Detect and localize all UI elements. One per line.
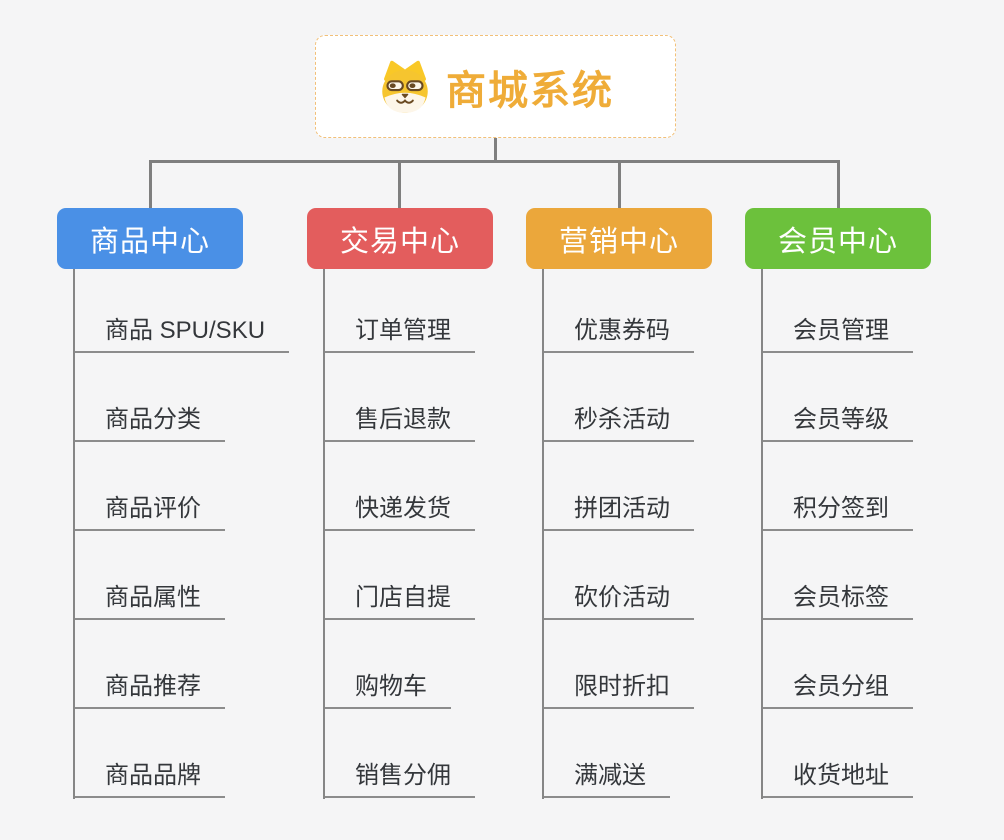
leaf-node[interactable]: 商品评价 (73, 495, 225, 531)
leaf-list-product-center: 商品 SPU/SKU 商品分类 商品评价 商品属性 商品推荐 商品品牌 (73, 269, 323, 799)
leaf-node[interactable]: 收货地址 (761, 762, 913, 798)
leaf-node[interactable]: 优惠券码 (542, 317, 694, 353)
connector-root-drop (494, 138, 497, 162)
leaf-node[interactable]: 商品分类 (73, 406, 225, 442)
leaf-branch-line (73, 269, 75, 799)
leaf-node[interactable]: 购物车 (323, 673, 451, 709)
leaf-node[interactable]: 秒杀活动 (542, 406, 694, 442)
branch-node-product-center[interactable]: 商品中心 (57, 208, 243, 269)
shiba-dog-icon (382, 60, 428, 113)
branch-node-member-center[interactable]: 会员中心 (745, 208, 931, 269)
leaf-node[interactable]: 满减送 (542, 762, 670, 798)
branch-label: 营销中心 (558, 225, 679, 258)
leaf-node[interactable]: 销售分佣 (323, 762, 475, 798)
leaf-node[interactable]: 限时折扣 (542, 673, 694, 709)
leaf-branch-line (323, 269, 325, 799)
connector-horizontal-rail (149, 160, 840, 163)
leaf-list-trade-center: 订单管理 售后退款 快递发货 门店自提 购物车 销售分佣 (323, 269, 573, 799)
leaf-node[interactable]: 砍价活动 (542, 584, 694, 620)
connector-drop-member (837, 160, 840, 208)
branch-node-marketing-center[interactable]: 营销中心 (526, 208, 712, 269)
leaf-node[interactable]: 拼团活动 (542, 495, 694, 531)
branch-node-trade-center[interactable]: 交易中心 (307, 208, 493, 269)
leaf-node[interactable]: 商品推荐 (73, 673, 225, 709)
leaf-node[interactable]: 售后退款 (323, 406, 475, 442)
leaf-node[interactable]: 商品属性 (73, 584, 225, 620)
branch-label: 商品中心 (89, 225, 210, 258)
leaf-branch-line (542, 269, 544, 799)
connector-drop-marketing (618, 160, 621, 208)
leaf-node[interactable]: 会员分组 (761, 673, 913, 709)
leaf-node[interactable]: 会员管理 (761, 317, 913, 353)
leaf-branch-line (761, 269, 763, 799)
leaf-list-marketing-center: 优惠券码 秒杀活动 拼团活动 砍价活动 限时折扣 满减送 (542, 269, 792, 799)
leaf-node[interactable]: 商品品牌 (73, 762, 225, 798)
leaf-node[interactable]: 订单管理 (323, 317, 475, 353)
connector-drop-trade (398, 160, 401, 208)
leaf-node[interactable]: 门店自提 (323, 584, 475, 620)
branch-label: 交易中心 (339, 225, 460, 258)
leaf-node[interactable]: 会员等级 (761, 406, 913, 442)
leaf-node[interactable]: 快递发货 (323, 495, 475, 531)
connector-drop-product (149, 160, 152, 208)
branch-label: 会员中心 (777, 225, 898, 258)
root-title: 商城系统 (446, 68, 614, 113)
leaf-list-member-center: 会员管理 会员等级 积分签到 会员标签 会员分组 收货地址 (761, 269, 1004, 799)
leaf-node[interactable]: 积分签到 (761, 495, 913, 531)
leaf-node[interactable]: 商品 SPU/SKU (73, 317, 290, 353)
root-node[interactable]: 商城系统 (315, 35, 676, 138)
leaf-node[interactable]: 会员标签 (761, 584, 913, 620)
